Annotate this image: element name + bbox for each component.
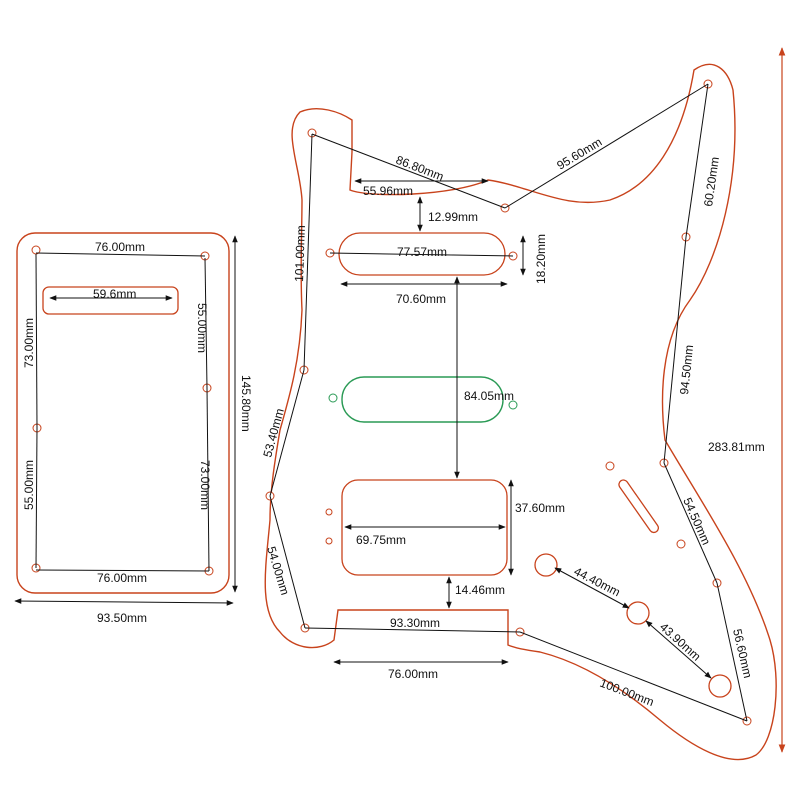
switch-screw [676,539,686,549]
dim-bp-width-top: 76.00mm [95,240,145,254]
dim-pg-humbucker-length: 69.75mm [356,533,406,547]
neck-pickup-cutout [338,232,506,276]
dim-pg-neck-pickup-screws: 77.57mm [397,245,447,259]
middle-pickup-screw [508,400,518,410]
dim-line [311,133,506,209]
dim-bp-width-bottom: 76.00mm [97,571,147,585]
dim-line [663,236,687,464]
dim-pg-bottom-screws: 93.30mm [390,616,440,630]
dim-bp-overall-width: 93.50mm [97,611,147,625]
dim-pg-bottom-diag: 100.00mm [598,676,656,709]
humbucker-screw [325,537,333,545]
dim-pg-right-lower: 54.50mm [680,496,713,547]
dim-line [303,133,313,371]
dim-line [269,369,305,497]
dim-line [504,83,709,209]
humbucker-screw [325,508,333,516]
tone-knob-hole [626,601,650,625]
dim-pg-humbucker-height: 37.60mm [515,501,565,515]
pickguard-outline [264,63,777,761]
middle-pickup-screw [328,393,338,403]
dim-line [329,252,514,257]
dim-line [269,495,306,629]
dim-bp-left-upper: 73.00mm [22,318,36,368]
switch-slot [618,479,660,534]
dim-pg-humbucker-gap: 14.46mm [455,583,505,597]
dim-line [645,620,712,679]
tone-knob-hole-2 [708,674,732,698]
backplate: 76.00mm 59.6mm 73.00mm 55.00mm 55.00mm 7… [14,232,253,625]
humbucker-cutout [341,479,508,576]
dim-line [663,462,718,584]
volume-knob-hole [534,553,558,577]
pickguard: 86.80mm 55.96mm 95.60mm 12.99mm 101.00mm… [260,47,786,761]
dim-line [716,582,748,722]
dim-pg-top-right-diag: 95.60mm [554,135,604,173]
middle-pickup-cutout [341,376,504,423]
dim-bp-slot: 59.6mm [93,287,136,301]
backplate-slot [42,286,179,315]
dim-pg-neck-pocket: 55.96mm [363,184,413,198]
backplate-outline [16,232,230,594]
dim-line [685,83,709,238]
switch-screw [605,461,615,471]
dim-line [554,567,630,609]
dim-pg-top-diag: 86.80mm [394,153,446,184]
dim-pg-left-bottom-diag: 54.00mm [264,545,292,597]
dim-pg-right-upper: 60.20mm [701,156,722,207]
dim-bp-left-lower: 55.00mm [22,460,36,510]
dim-pg-knob-spacing-1: 44.40mm [572,564,623,599]
dim-pg-neck-gap: 12.99mm [428,210,478,224]
dim-pg-knob-spacing-2: 43.90mm [657,620,704,664]
dim-pg-neck-pickup-height: 18.20mm [534,234,548,284]
dim-pg-neck-pickup-length: 70.60mm [396,292,446,306]
dim-bp-right-upper: 55.00mm [195,303,209,353]
dim-pg-right-bottom: 56.60mm [730,628,755,680]
dim-pg-right-middle: 94.50mm [677,344,696,395]
dim-pg-left-lower-diag: 53.40mm [260,407,286,459]
dim-pg-overall-length: 283.81mm [708,440,765,454]
dim-line [519,631,748,722]
dim-bp-right-lower: 73.00mm [198,460,212,510]
dim-pg-left-vertical: 101.00mm [292,225,308,282]
dim-bp-height: 145.80mm [239,375,253,432]
dim-pg-pickup-spacing: 84.05mm [464,389,514,403]
dim-pg-bottom-cutout: 76.00mm [388,667,438,681]
dim-line [304,627,521,633]
